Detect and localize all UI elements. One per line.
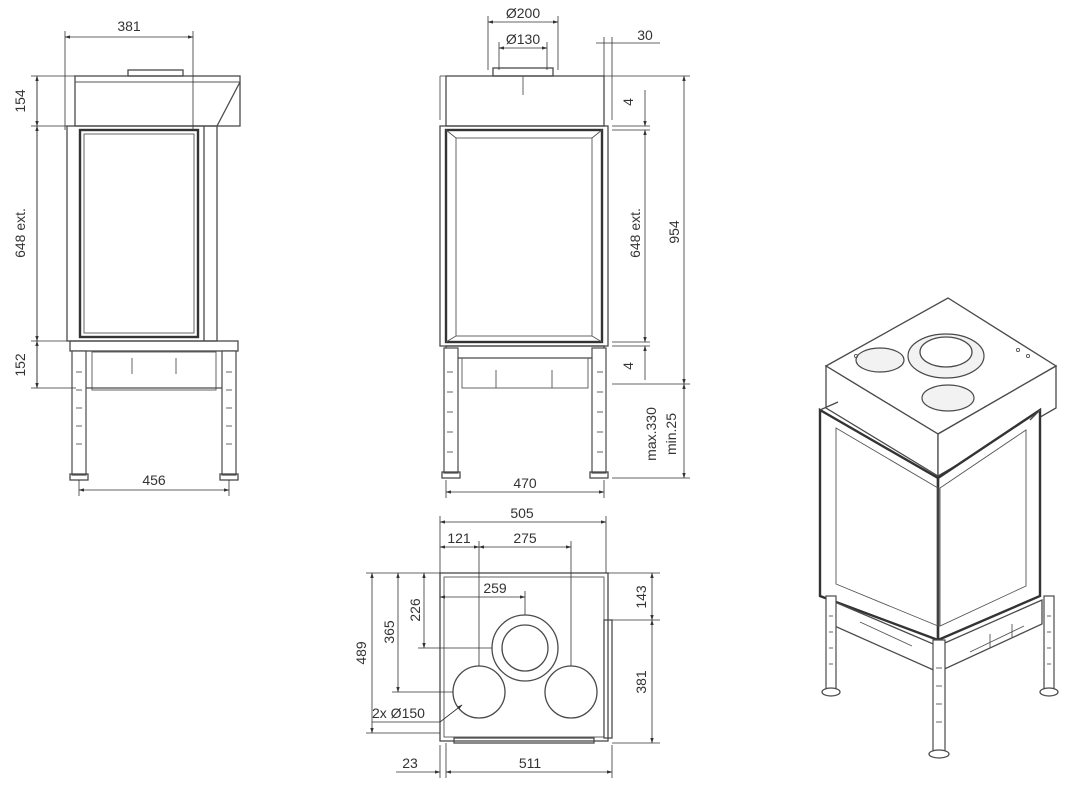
dim-offset-121: 121 [447, 530, 471, 546]
dim-gap-bottom: 4 [620, 362, 636, 370]
iso-leg-holes [829, 615, 1051, 723]
dim-depth-226: 226 [407, 598, 423, 622]
dim-flue-outer: Ø200 [506, 5, 540, 21]
dim-offset-275: 275 [513, 530, 537, 546]
dim-leg-max: max.330 [643, 407, 659, 461]
leg-holes-front [447, 371, 603, 453]
dim-side-leg-width: 456 [142, 472, 166, 488]
dim-holes-label: 2x Ø150 [372, 705, 425, 721]
dim-top-width: 505 [510, 505, 534, 521]
isometric-view [818, 297, 1059, 759]
dim-bottom-511: 511 [519, 755, 542, 771]
dim-center-259: 259 [483, 580, 507, 596]
dim-depth-489: 489 [353, 641, 369, 665]
top-view: 505 121 275 259 226 365 489 143 381 2x Ø… [353, 505, 660, 778]
leg-holes-right [226, 371, 232, 445]
front-view: Ø200 Ø130 30 4 648 ext. 4 954 max.330 mi… [439, 5, 690, 498]
dim-offset-top: 30 [637, 27, 653, 43]
dim-total-height: 954 [666, 220, 682, 244]
side-view: 381 154 648 ext. 152 456 [12, 18, 241, 496]
dim-right-381: 381 [633, 670, 649, 694]
dim-depth-365: 365 [381, 620, 397, 644]
dim-right-143: 143 [633, 585, 649, 609]
dim-leg-min: min.25 [663, 413, 679, 455]
dim-side-glass-height: 648 ext. [12, 208, 28, 258]
dim-side-top-width: 381 [117, 18, 141, 34]
dim-gap-top: 4 [620, 98, 636, 106]
dim-bottom-23: 23 [402, 755, 418, 771]
dim-side-base-height: 152 [12, 353, 28, 377]
dim-front-glass-height: 648 ext. [627, 208, 643, 258]
dim-side-top-height: 154 [12, 89, 28, 113]
dim-front-leg-width: 470 [513, 475, 537, 491]
dim-flue-inner: Ø130 [506, 31, 540, 47]
leg-holes-left [76, 371, 82, 445]
